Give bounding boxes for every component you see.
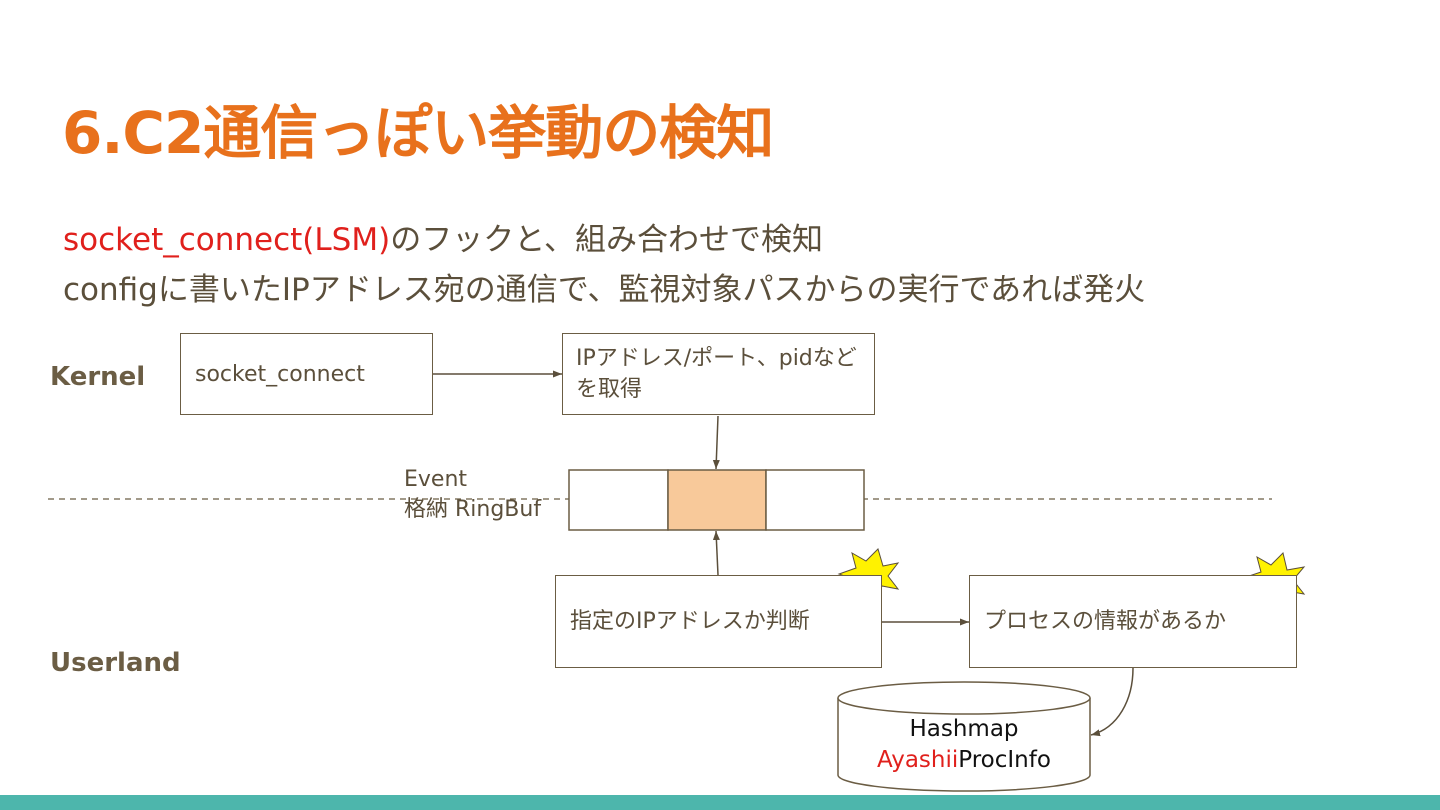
lsm-hook-highlight: socket_connect(LSM): [63, 222, 391, 258]
footer-bar: [0, 795, 1440, 810]
socket-connect-box: [180, 333, 433, 415]
ringbuf-label-line-1: Event: [404, 467, 468, 492]
get-info-line-2: を取得: [576, 377, 643, 402]
check-proc-box: [969, 575, 1297, 668]
ringbuf-slot-2-filled: [667, 469, 767, 531]
slide-title: 6.C2通信っぽい挙動の検知: [62, 99, 774, 167]
arrow-check-to-ringbuf: [712, 530, 720, 576]
arrow-proc-check-to-hashmap: [1090, 667, 1134, 737]
hashmap-name: AyashiiProcInfo: [838, 745, 1090, 776]
description-line-2: configに書いたIPアドレス宛の通信で、監視対象パスからの実行であれば発火: [63, 272, 1146, 308]
check-proc-box-label: プロセスの情報があるか: [984, 609, 1227, 634]
check-ip-box-label: 指定のIPアドレスか判断: [570, 609, 810, 634]
hashmap-name-suffix: ProcInfo: [958, 747, 1051, 773]
get-info-line-1: IPアドレス/ポート、pidなど: [576, 346, 857, 371]
ringbuf-label: Event 格納 RingBuf: [404, 465, 541, 525]
hashmap-cylinder-body: [837, 698, 1091, 792]
check-ip-box: [555, 575, 882, 668]
arrow-info-to-ringbuf: [712, 415, 720, 470]
hashmap-title: Hashmap: [909, 716, 1019, 742]
description-line-1-rest: のフックと、組み合わせで検知: [390, 222, 823, 258]
socket-connect-box-label: socket_connect: [195, 362, 365, 387]
ringbuf-slot-1: [568, 469, 669, 531]
kernel-label: Kernel: [50, 362, 146, 392]
ringbuf-label-line-2: 格納 RingBuf: [404, 497, 542, 522]
hashmap-cylinder-top: [837, 681, 1091, 715]
get-info-box: [562, 333, 875, 415]
userland-label: Userland: [50, 648, 181, 678]
description-line-1: socket_connect(LSM)のフックと、組み合わせで検知: [63, 214, 823, 259]
hashmap-name-prefix: Ayashii: [877, 747, 959, 773]
ringbuf-slot-3: [765, 469, 865, 531]
hashmap-label: Hashmap AyashiiProcInfo: [838, 714, 1090, 776]
